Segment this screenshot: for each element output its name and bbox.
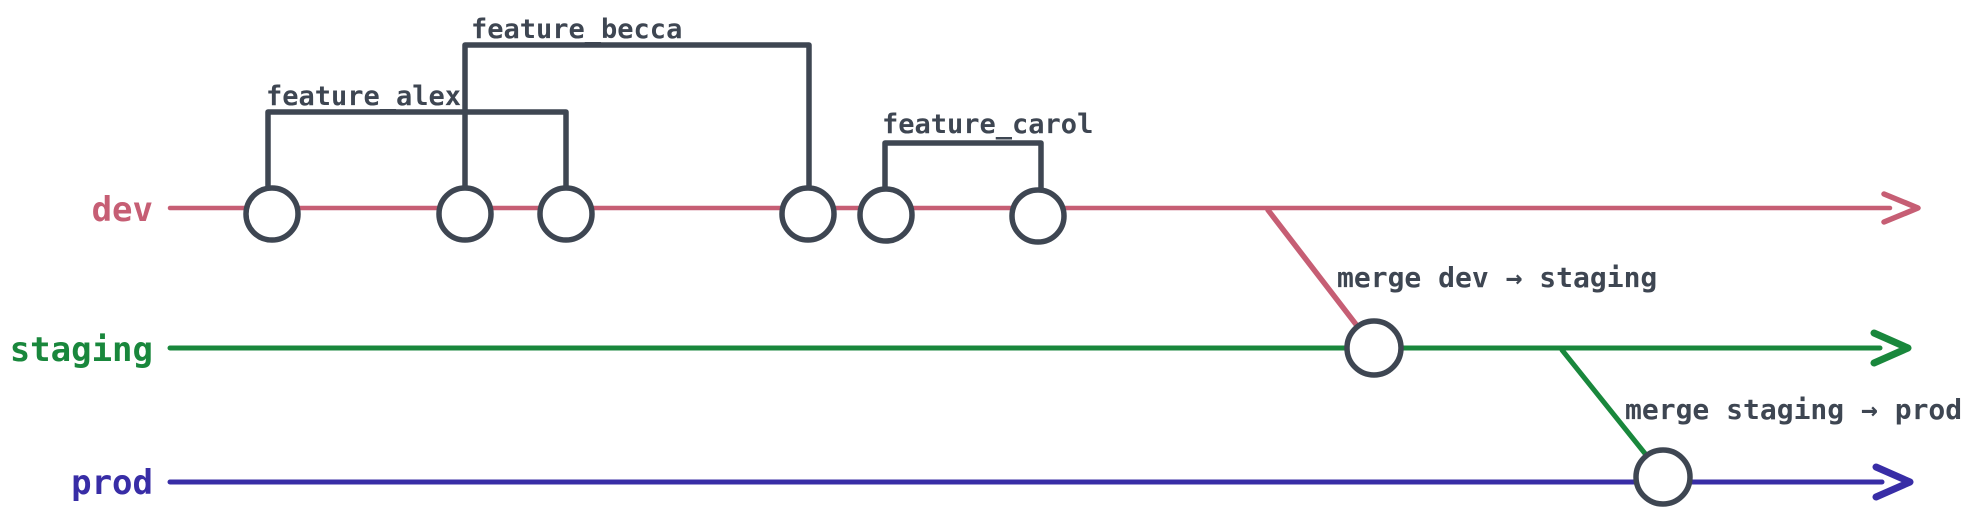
branch-label-prod: prod bbox=[71, 463, 153, 503]
prod-arrowhead-icon bbox=[1872, 463, 1914, 501]
feature-alex-bracket bbox=[265, 109, 569, 192]
feature-becca-bracket bbox=[462, 42, 812, 192]
branch-label-dev: dev bbox=[92, 190, 153, 230]
feature-brackets bbox=[265, 42, 1044, 194]
merge-commit-node-prod bbox=[1633, 447, 1693, 507]
commit-node-dev-6 bbox=[1009, 187, 1067, 245]
branch-line-prod bbox=[167, 463, 1914, 501]
staging-arrowhead-icon bbox=[1870, 329, 1912, 367]
merge-label-dev-staging: merge dev → staging bbox=[1337, 261, 1657, 294]
feature-label-becca: feature_becca bbox=[471, 14, 682, 45]
feature-carol-bracket bbox=[882, 140, 1044, 194]
commit-node-dev-1 bbox=[243, 185, 301, 243]
merge-commit-nodes bbox=[1344, 318, 1693, 507]
merge-edge-dev-to-staging bbox=[1265, 207, 1361, 330]
dev-arrowhead-icon bbox=[1881, 191, 1921, 225]
feature-label-alex: feature_alex bbox=[266, 81, 461, 112]
merge-commit-node-staging bbox=[1344, 318, 1404, 378]
merge-edge-staging-to-prod bbox=[1559, 347, 1650, 459]
feature-label-carol: feature_carol bbox=[882, 109, 1093, 140]
branch-line-staging bbox=[167, 329, 1912, 367]
commit-node-dev-5 bbox=[857, 186, 915, 244]
commit-node-dev-3 bbox=[537, 185, 595, 243]
commit-node-dev-2 bbox=[436, 185, 494, 243]
commit-node-dev-4 bbox=[779, 185, 837, 243]
dev-commit-nodes bbox=[243, 185, 1067, 245]
branch-label-staging: staging bbox=[10, 330, 153, 370]
merge-label-staging-prod: merge staging → prod bbox=[1625, 393, 1962, 426]
